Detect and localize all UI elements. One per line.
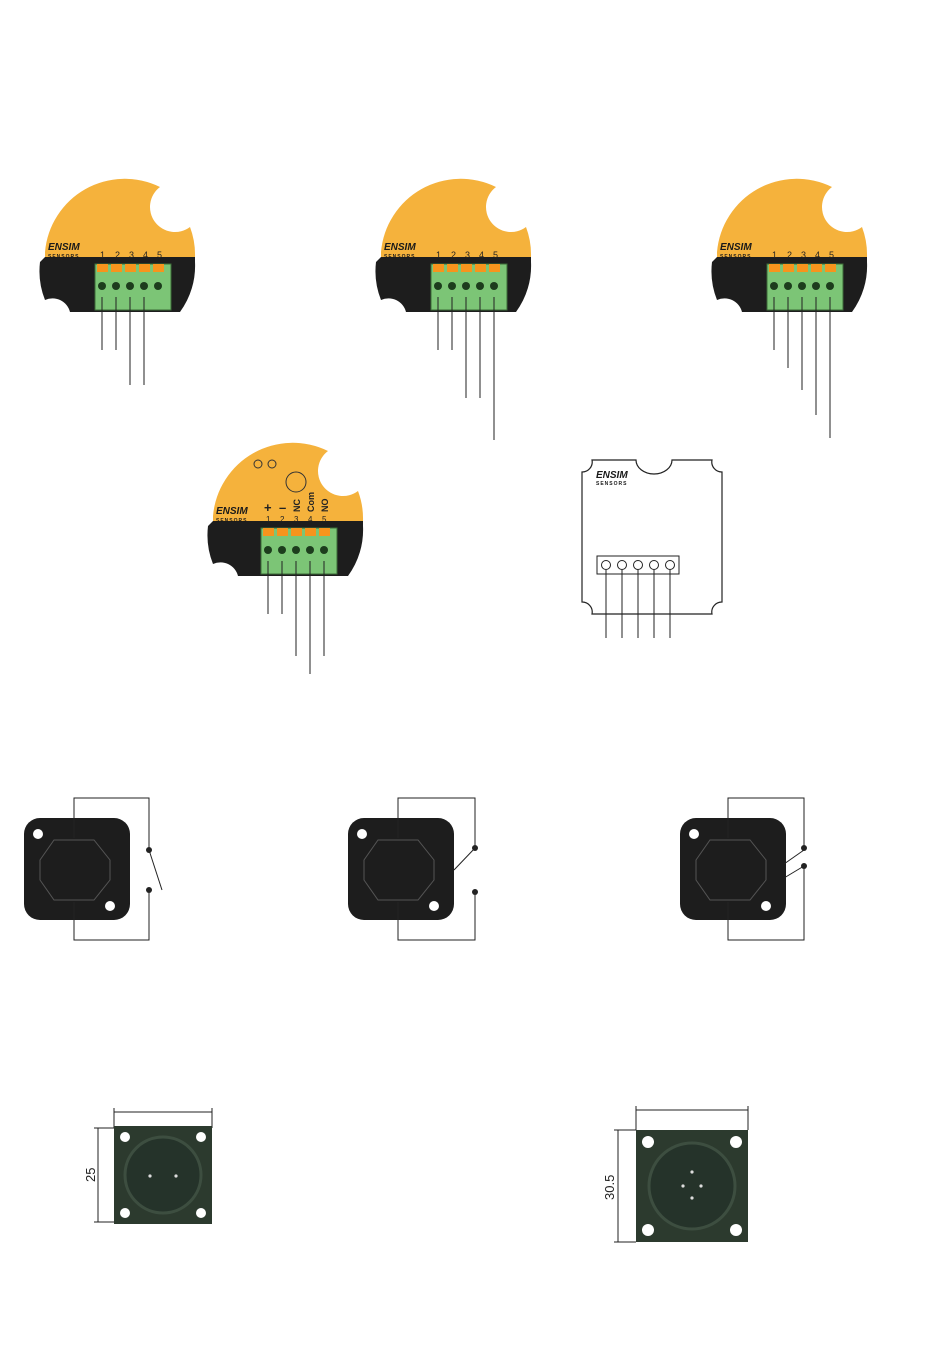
- terminal-number-4: 4: [815, 250, 820, 260]
- connector-pin: [174, 1174, 177, 1177]
- terminal-number-2: 2: [280, 515, 285, 524]
- terminal-number-1: 1: [772, 250, 777, 260]
- terminal-number-2: 2: [787, 250, 792, 260]
- mount-hole: [33, 829, 43, 839]
- terminal-number-5: 5: [829, 250, 834, 260]
- mount-hole: [120, 1132, 130, 1142]
- connector-pin: [148, 1174, 151, 1177]
- logo-text: ENSIM: [48, 242, 80, 253]
- terminal-number-2: 2: [451, 250, 456, 260]
- terminal-number-3: 3: [129, 250, 134, 260]
- terminal-number-5: 5: [157, 250, 162, 260]
- terminal-levers: [97, 264, 164, 272]
- switch-changeover: [680, 798, 807, 940]
- wires: [268, 561, 324, 674]
- terminal-number-4: 4: [479, 250, 484, 260]
- switch-normally-closed: [348, 798, 478, 940]
- terminal-module-2: ENSIM SENSORS 1 2 3 4 5: [375, 179, 531, 440]
- dimension-label: 25: [83, 1168, 98, 1182]
- logo-subtext: SENSORS: [384, 254, 415, 260]
- connector-pin: [690, 1196, 693, 1199]
- mount-hole: [761, 901, 771, 911]
- function-label-minus: –: [279, 500, 286, 515]
- mount-hole: [105, 901, 115, 911]
- mount-hole: [642, 1136, 654, 1148]
- logo-subtext: SENSORS: [48, 254, 79, 260]
- connector-pin: [681, 1184, 684, 1187]
- connector-small: 25: [83, 1108, 212, 1224]
- switch-contact: [146, 847, 152, 853]
- switch-contact: [801, 863, 807, 869]
- terminal-levers: [263, 528, 330, 536]
- mount-hole: [196, 1132, 206, 1142]
- terminal-number-3: 3: [465, 250, 470, 260]
- switch-contact: [146, 887, 152, 893]
- function-label-com: Com: [306, 492, 316, 512]
- switch-normally-open: [24, 798, 162, 940]
- mount-hole: [120, 1208, 130, 1218]
- wires: [438, 297, 494, 440]
- mount-hole: [196, 1208, 206, 1218]
- mount-hole: [642, 1224, 654, 1236]
- terminal-number-1: 1: [436, 250, 441, 260]
- mount-hole: [689, 829, 699, 839]
- terminal-number-2: 2: [115, 250, 120, 260]
- terminal-number-5: 5: [493, 250, 498, 260]
- switch-contact: [472, 889, 478, 895]
- terminal-number-1: 1: [100, 250, 105, 260]
- logo-text: ENSIM: [596, 470, 628, 481]
- logo-text: ENSIM: [216, 506, 248, 517]
- terminal-number-3: 3: [294, 515, 299, 524]
- logo-subtext: SENSORS: [216, 518, 247, 524]
- function-label-no: NO: [320, 499, 330, 513]
- terminal-number-4: 4: [308, 515, 313, 524]
- logo-subtext: SENSORS: [720, 254, 751, 260]
- connector-ring: [125, 1137, 201, 1213]
- logo-text: ENSIM: [384, 242, 416, 253]
- mount-hole: [730, 1136, 742, 1148]
- connector-ring: [649, 1143, 735, 1229]
- terminal-number-1: 1: [266, 515, 271, 524]
- terminal-module-3: ENSIM SENSORS 1 2 3 4 5: [711, 179, 867, 438]
- mount-hole: [730, 1224, 742, 1236]
- wires: [774, 297, 830, 438]
- logo-subtext: SENSORS: [596, 481, 627, 487]
- terminal-levers: [769, 264, 836, 272]
- connector-large: 30.5: [602, 1106, 748, 1242]
- mount-hole: [429, 901, 439, 911]
- mount-hole: [357, 829, 367, 839]
- terminal-levers: [433, 264, 500, 272]
- dimension-label: 30.5: [602, 1175, 617, 1200]
- function-label-nc: NC: [292, 499, 302, 512]
- connector-pin: [690, 1170, 693, 1173]
- switch-contact: [801, 845, 807, 851]
- logo-text: ENSIM: [720, 242, 752, 253]
- terminal-number-5: 5: [322, 515, 327, 524]
- board-module-5: ENSIM SENSORS: [582, 460, 722, 638]
- connector-pin: [699, 1184, 702, 1187]
- terminal-number-4: 4: [143, 250, 148, 260]
- terminal-number-3: 3: [801, 250, 806, 260]
- terminal-module-1: ENSIM SENSORS 1 2 3 4 5: [39, 179, 195, 385]
- switch-contact: [472, 845, 478, 851]
- terminal-module-4: ENSIM SENSORS + – NC Com NO 1 2 3 4 5: [207, 443, 363, 674]
- function-label-plus: +: [264, 500, 272, 515]
